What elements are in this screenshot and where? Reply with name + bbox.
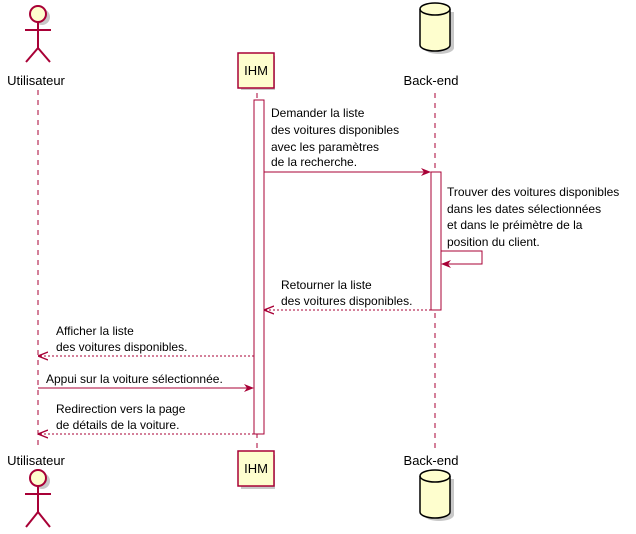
message-1-text: Demander la liste des voitures disponibl… (271, 106, 402, 169)
message-5-text: Appui sur la voiture sélectionnée. (46, 372, 223, 386)
message-3-text: Retourner la liste des voitures disponib… (281, 278, 412, 308)
participant-label-ihm-bottom: IHM (244, 461, 268, 476)
participant-label-backend-bottom: Back-end (404, 453, 459, 468)
participant-label-backend-top: Back-end (404, 73, 459, 88)
message-5: Appui sur la voiture sélectionnée. (38, 372, 254, 392)
message-3: Retourner la liste des voitures disponib… (265, 278, 431, 310)
message-6-text: Redirection vers la page de détails de l… (56, 402, 189, 432)
participant-ihm-top: IHM (237, 52, 275, 90)
participant-label-ihm-top: IHM (244, 63, 268, 78)
actor-utilisateur-bottom: Utilisateur (7, 453, 66, 528)
message-1: Demander la liste des voitures disponibl… (264, 106, 431, 176)
database-backend-top: Back-end (404, 2, 459, 88)
actor-label-bottom: Utilisateur (7, 453, 65, 468)
activation-backend (430, 171, 442, 311)
activation-ihm (253, 99, 265, 435)
actor-utilisateur-top: Utilisateur (7, 5, 66, 88)
participant-ihm-bottom: IHM (237, 450, 275, 489)
database-backend-bottom: Back-end (404, 453, 459, 521)
message-2-text: Trouver des voitures disponibles dans le… (447, 185, 623, 249)
message-4: Afficher la liste des voitures disponibl… (39, 324, 254, 356)
actor-label-top: Utilisateur (7, 73, 65, 88)
message-6: Redirection vers la page de détails de l… (39, 402, 254, 434)
message-2: Trouver des voitures disponibles dans le… (441, 185, 623, 268)
message-4-text: Afficher la liste des voitures disponibl… (56, 324, 187, 354)
